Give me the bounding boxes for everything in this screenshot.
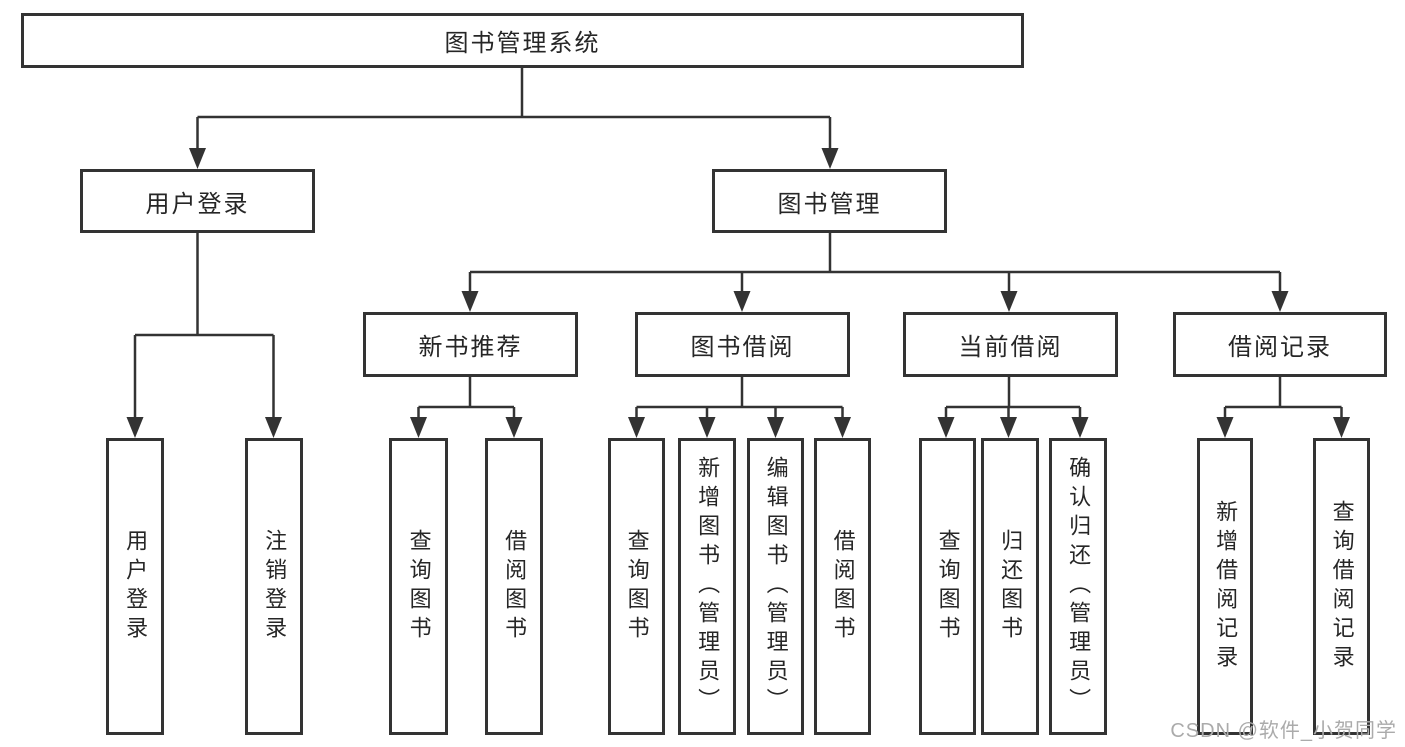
- node-book-borrow-label: 图书借阅: [690, 334, 795, 361]
- leaf-logout-label: 注销登录: [262, 528, 288, 645]
- node-user-login-label: 用户登录: [145, 190, 250, 218]
- node-current-borrow: 当前借阅: [903, 312, 1118, 377]
- leaf-add-borrow-record-label: 新增借阅记录: [1213, 499, 1239, 674]
- arrowhead: [1216, 417, 1234, 438]
- arrowhead: [461, 291, 479, 312]
- arrowhead: [505, 417, 523, 438]
- leaf-query-books-1: 查询图书: [389, 438, 448, 735]
- leaf-user-login-label: 用户登录: [123, 528, 149, 645]
- leaf-borrow-books-2-label: 借阅图书: [830, 528, 856, 645]
- arrowheads: [126, 148, 1350, 438]
- leaf-add-book-admin: 新增图书（管理员）: [678, 438, 736, 735]
- arrowhead: [126, 417, 144, 438]
- node-borrow-records: 借阅记录: [1173, 312, 1387, 377]
- leaf-confirm-return-admin-label: 确认归还（管理员）: [1066, 456, 1092, 717]
- leaf-borrow-books-1: 借阅图书: [485, 438, 543, 735]
- leaf-query-books-3-label: 查询图书: [935, 528, 961, 645]
- arrowhead: [1271, 291, 1289, 312]
- node-root-label: 图书管理系统: [444, 30, 601, 57]
- leaf-borrow-books-1-label: 借阅图书: [502, 528, 528, 645]
- node-user-login: 用户登录: [80, 169, 315, 233]
- arrowhead: [733, 291, 751, 312]
- connector-book-management: [468, 233, 1282, 296]
- leaf-query-borrow-record: 查询借阅记录: [1313, 438, 1370, 735]
- leaf-borrow-books-2: 借阅图书: [814, 438, 871, 735]
- arrowhead: [767, 417, 784, 438]
- arrowhead: [1000, 417, 1017, 438]
- arrowhead: [698, 417, 716, 438]
- node-borrow-records-label: 借阅记录: [1228, 334, 1332, 361]
- arrowhead: [410, 417, 427, 438]
- leaf-add-book-admin-label: 新增图书（管理员）: [695, 456, 721, 717]
- arrowhead: [189, 148, 206, 169]
- connector-root: [196, 68, 832, 152]
- arrowhead: [628, 417, 645, 438]
- node-book-borrow: 图书借阅: [635, 312, 850, 377]
- connector-book-borrow: [635, 377, 844, 422]
- arrowhead: [1000, 291, 1018, 312]
- node-new-book-recommend: 新书推荐: [363, 312, 578, 377]
- leaf-return-book: 归还图书: [981, 438, 1039, 735]
- leaf-user-login: 用户登录: [106, 438, 164, 735]
- arrowhead: [937, 417, 955, 438]
- connector-borrow-records: [1223, 377, 1343, 422]
- connector-current-borrow: [944, 377, 1082, 422]
- node-current-borrow-label: 当前借阅: [958, 334, 1063, 361]
- node-book-management: 图书管理: [712, 169, 947, 233]
- watermark: CSDN @软件_小贺同学: [1170, 720, 1397, 742]
- arrowhead: [1333, 417, 1350, 438]
- connector-user-login: [133, 233, 275, 421]
- leaf-edit-book-admin-label: 编辑图书（管理员）: [763, 456, 789, 717]
- leaf-query-borrow-record-label: 查询借阅记录: [1329, 499, 1355, 674]
- node-new-book-recommend-label: 新书推荐: [418, 334, 523, 361]
- arrowhead: [1071, 417, 1089, 438]
- leaf-query-books-2: 查询图书: [608, 438, 665, 735]
- leaf-add-borrow-record: 新增借阅记录: [1197, 438, 1253, 735]
- arrowhead: [821, 148, 839, 169]
- leaf-return-book-label: 归还图书: [998, 528, 1024, 645]
- node-book-management-label: 图书管理: [777, 190, 882, 218]
- leaf-query-books-3: 查询图书: [919, 438, 976, 735]
- node-root: 图书管理系统: [21, 13, 1024, 68]
- leaf-edit-book-admin: 编辑图书（管理员）: [747, 438, 804, 735]
- leaf-query-books-1-label: 查询图书: [406, 528, 432, 645]
- leaf-confirm-return-admin: 确认归还（管理员）: [1049, 438, 1107, 735]
- leaf-logout: 注销登录: [245, 438, 303, 735]
- leaf-query-books-2-label: 查询图书: [624, 528, 650, 645]
- arrowhead: [265, 417, 282, 438]
- arrowhead: [834, 417, 851, 438]
- connector-new-book-recommend: [417, 377, 516, 422]
